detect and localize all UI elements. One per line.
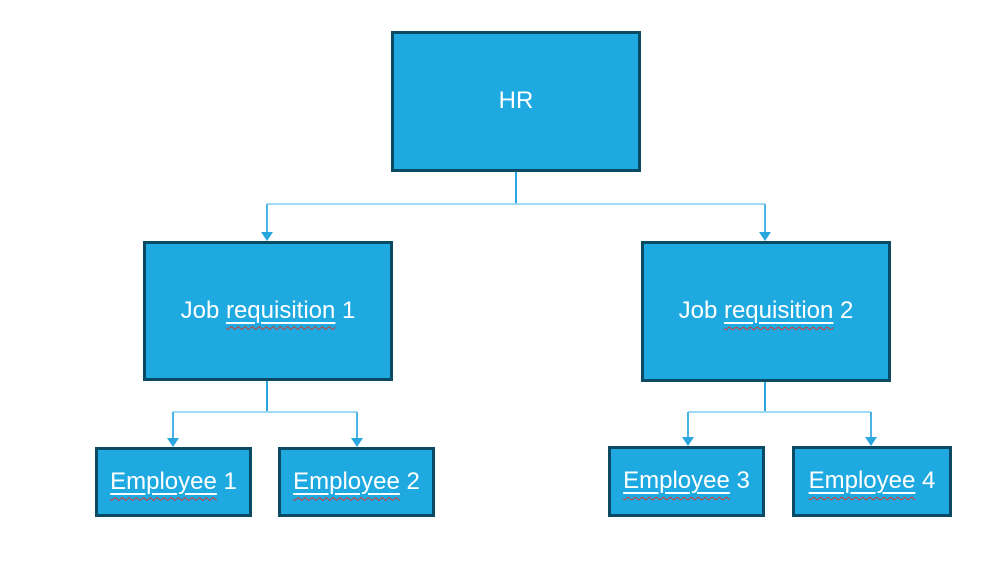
node-employee-3-label: Employee 3: [623, 467, 750, 496]
label-text: 2: [833, 297, 854, 325]
node-hr[interactable]: HR: [391, 31, 641, 172]
node-employee-2-label: Employee 2: [293, 468, 420, 497]
label-text: 4: [915, 467, 936, 495]
label-underlined-text: Employee: [623, 467, 730, 495]
arrowhead-e3: [682, 437, 694, 446]
label-text: 2: [399, 467, 420, 495]
node-job-requisition-2[interactable]: Job requisition 2: [641, 241, 891, 382]
arrowhead-jr1: [261, 232, 273, 241]
label-text: HR: [498, 87, 534, 115]
node-employee-3[interactable]: Employee 3: [608, 446, 765, 517]
node-job-requisition-1[interactable]: Job requisition 1: [143, 241, 393, 381]
node-employee-1[interactable]: Employee 1: [95, 447, 252, 517]
label-text: Job: [678, 297, 724, 325]
label-underlined-text: Employee: [110, 467, 217, 495]
node-hr-label: HR: [499, 87, 534, 116]
label-text: 1: [216, 467, 237, 495]
label-text: 3: [729, 467, 750, 495]
node-employee-4[interactable]: Employee 4: [792, 446, 952, 517]
node-employee-4-label: Employee 4: [809, 467, 936, 496]
label-underlined-text: Employee: [808, 467, 916, 495]
label-text: 1: [335, 296, 356, 324]
node-job-requisition-2-label: Job requisition 2: [679, 297, 854, 326]
label-underlined-text: requisition: [723, 297, 834, 325]
label-underlined-text: requisition: [225, 296, 336, 324]
node-employee-2[interactable]: Employee 2: [278, 447, 435, 517]
label-underlined-text: Employee: [293, 467, 400, 495]
arrowhead-e4: [865, 437, 877, 446]
arrowhead-jr2: [759, 232, 771, 241]
node-employee-1-label: Employee 1: [110, 468, 237, 497]
label-text: Job: [180, 296, 226, 324]
arrowhead-e1: [167, 438, 179, 447]
arrowhead-e2: [351, 438, 363, 447]
node-job-requisition-1-label: Job requisition 1: [181, 297, 356, 326]
